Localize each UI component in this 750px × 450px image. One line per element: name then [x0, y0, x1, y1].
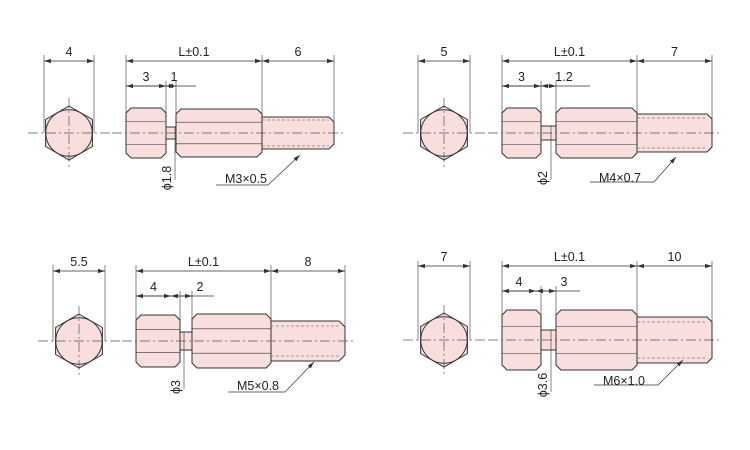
spacer-drawing-4: 7 L±0.1 10 4 3 ϕ3.6 M6×1.0 [403, 250, 722, 397]
side-view: L±0.1 7 3 1.2 ϕ2 M4×0.7 [488, 45, 722, 185]
thread-length-label: 7 [671, 45, 678, 59]
neck-diameter-label: ϕ1.8 [160, 166, 174, 190]
hex-width-label: 5.5 [70, 255, 87, 269]
hex-width-label: 5 [441, 45, 448, 59]
thread-leader-line [284, 361, 315, 393]
length-label: L±0.1 [554, 250, 585, 264]
hex-part-label: 3 [143, 70, 150, 84]
hex-width-label: 4 [66, 45, 73, 59]
spacer-drawing-3: 5.5 L±0.1 8 4 2 ϕ3 M5×0.8 [38, 255, 355, 394]
side-view: L±0.1 6 3 1 ϕ1.8 M3×0.5 [112, 45, 344, 190]
thread-length-label: 8 [305, 255, 312, 269]
thread-spec-label: M4×0.7 [599, 171, 641, 185]
length-label: L±0.1 [554, 45, 585, 59]
groove-label: 2 [197, 280, 204, 294]
thread-spec-label: M5×0.8 [237, 379, 279, 393]
hex-nut-part [501, 107, 542, 159]
groove-label: 1.2 [555, 70, 572, 84]
thread-leader-line [267, 154, 301, 186]
hex-part-label: 4 [516, 275, 523, 289]
hex-end-view: 5.5 [38, 255, 120, 376]
thread-spec-label: M6×1.0 [603, 374, 645, 388]
hex-part-label: 3 [518, 70, 525, 84]
side-view: L±0.1 10 4 3 ϕ3.6 M6×1.0 [488, 250, 722, 397]
length-label: L±0.1 [188, 255, 219, 269]
spacer-drawing-2: 5 L±0.1 7 3 1.2 ϕ2 M4×0.7 [403, 45, 722, 185]
thread-spec-label: M3×0.5 [225, 172, 267, 186]
length-label: L±0.1 [178, 45, 209, 59]
hex-end-view: 5 [403, 45, 485, 168]
hex-nut-part [125, 107, 167, 159]
hex-nut-part [501, 309, 542, 371]
neck-diameter-label: ϕ3 [169, 380, 183, 394]
groove-label: 3 [561, 275, 568, 289]
spacer-drawing-1: 4 L±0.1 6 3 1 ϕ1.8 M3×0.5 [28, 45, 344, 190]
neck-diameter-label: ϕ2 [536, 171, 550, 185]
thread-leader-line [653, 156, 677, 183]
hex-end-view: 4 [28, 45, 110, 168]
thread-leader-line [657, 359, 684, 386]
hex-width-label: 7 [441, 250, 448, 264]
neck-diameter-label: ϕ3.6 [536, 373, 550, 397]
hex-part-label: 4 [150, 280, 157, 294]
groove-label: 1 [171, 70, 178, 84]
hex-body-part [175, 108, 263, 158]
hex-end-view: 7 [403, 250, 485, 375]
thread-length-label: 10 [668, 250, 682, 264]
thread-length-label: 6 [295, 45, 302, 59]
side-view: L±0.1 8 4 2 ϕ3 M5×0.8 [122, 255, 355, 394]
